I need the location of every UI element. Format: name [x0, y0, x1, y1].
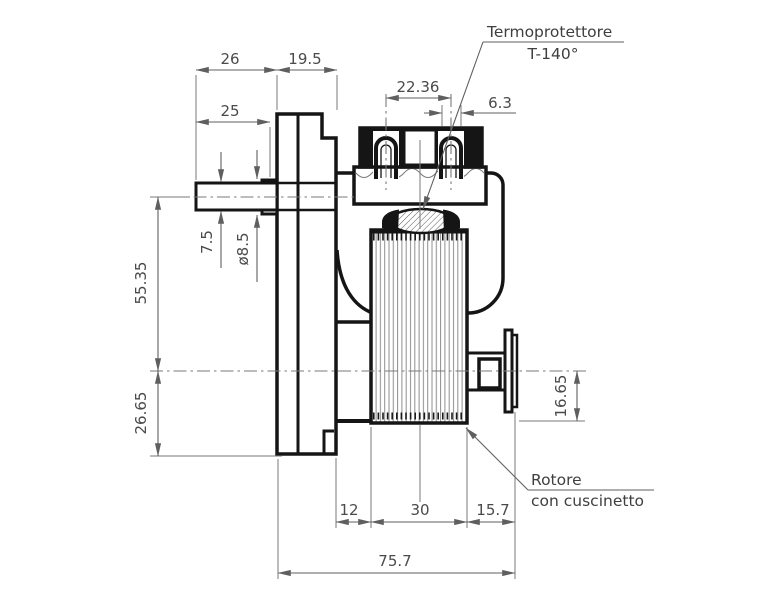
dim-shaft-length-value: 26 [220, 50, 239, 68]
rotor [369, 228, 469, 425]
gearbox-flange [275, 112, 338, 456]
thermal-protector-body [388, 207, 454, 235]
gearbox-bottom-step [322, 429, 334, 453]
ext-left-dims [150, 196, 282, 457]
dim-total-depth-value: 75.7 [378, 552, 411, 570]
rotor-label-line2: con cuscinetto [531, 492, 644, 510]
dim-rotor-width: 30 [370, 501, 468, 526]
thermal-protector [382, 207, 460, 235]
thermal-protector-cap-right [443, 209, 460, 233]
dim-terminal-width: 6.3 [424, 94, 516, 117]
rotor-laminations [369, 228, 469, 425]
dim-gearbox-depth: 19.5 [276, 50, 338, 74]
gearbox-outline [275, 112, 338, 456]
thermal-protector-label: Termoprotettore [486, 23, 612, 41]
dim-shaft-diameter: ø8.5 [234, 150, 261, 282]
dim-center-to-rotor-bottom: 16.65 [552, 370, 581, 422]
dim-center-to-base: 26.65 [132, 370, 162, 457]
dim-center-to-base-value: 26.65 [132, 392, 150, 435]
motor-housing [335, 171, 505, 423]
dim-shaft-usable: 25 [195, 102, 271, 126]
dim-terminal-spacing: 22.36 [385, 78, 452, 102]
ext-bottom-dims [277, 412, 516, 579]
rear-shaft-lines [467, 351, 505, 392]
dim-shaft-flat-value: 7.5 [198, 230, 216, 254]
terminal-left-pin [374, 136, 398, 179]
thermal-protector-rating: T-140° [527, 45, 579, 63]
rotor-label-line1: Rotore [531, 471, 582, 489]
dimension-extension-lines [150, 75, 585, 579]
dim-shaft-diameter-value: ø8.5 [234, 232, 252, 265]
dim-total-depth: 75.7 [277, 552, 516, 577]
dim-shaft-flat: 7.5 [198, 152, 225, 268]
dim-gearbox-depth-value: 19.5 [288, 50, 321, 68]
terminal-upper-box [358, 126, 484, 169]
rotor-leader-line [465, 427, 529, 491]
dim-center-to-rotor-bottom-value: 16.65 [552, 375, 570, 418]
leader-rotor: Rotore con cuscinetto [465, 427, 654, 510]
dim-shaft-usable-value: 25 [220, 102, 239, 120]
dim-shaft-length: 26 [195, 50, 278, 74]
dim-rotor-width-value: 30 [410, 501, 429, 519]
ext-top-dims [195, 75, 338, 180]
dim-terminal-spacing-value: 22.36 [397, 78, 440, 96]
bearing-block [477, 357, 502, 390]
dim-center-height: 55.35 [132, 196, 162, 372]
housing-left-curve [335, 249, 371, 314]
dim-terminal-width-value: 6.3 [488, 94, 512, 112]
dim-center-height-value: 55.35 [132, 262, 150, 305]
dim-bracket-depth: 12 [335, 501, 372, 526]
thermal-protector-cap-left [382, 209, 399, 233]
terminal-right-pin [439, 136, 463, 179]
dim-bracket-depth-value: 12 [339, 501, 358, 519]
centerlines [150, 94, 586, 502]
dim-rear-shaft-depth: 15.7 [466, 501, 516, 526]
leader-thermal-protector: Termoprotettore T-140° [422, 23, 624, 210]
thermal-protector-leader-line [422, 41, 484, 210]
housing-right-side [467, 171, 505, 315]
dim-rear-shaft-depth-value: 15.7 [476, 501, 509, 519]
